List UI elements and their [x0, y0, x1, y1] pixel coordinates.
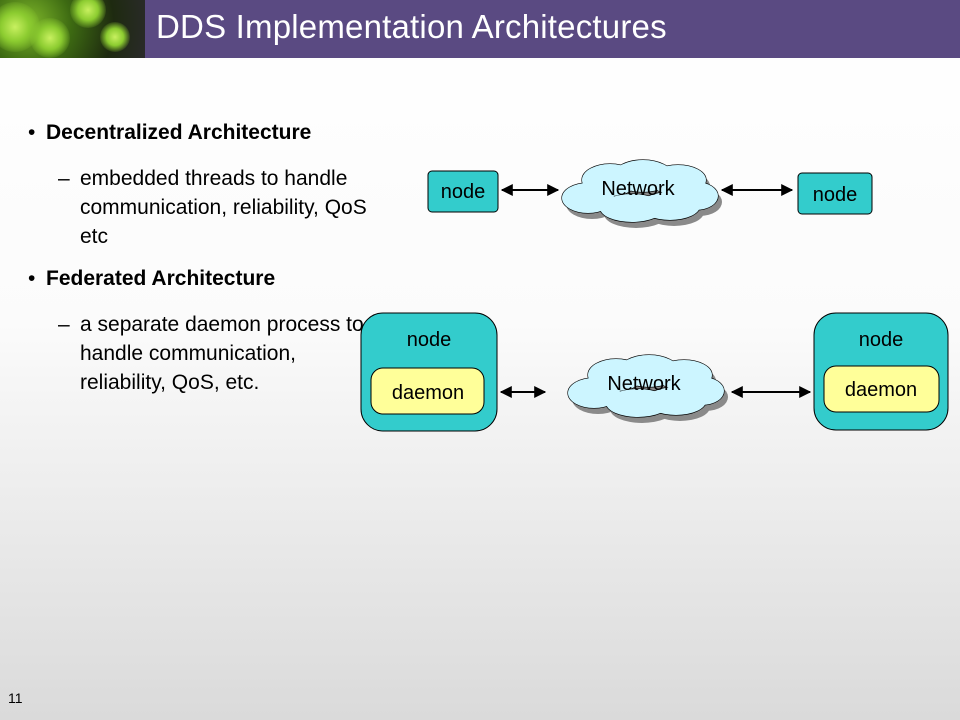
bottom-network-label: Network — [607, 373, 681, 395]
sub-bullet-text: a separate daemon process to handle comm… — [80, 313, 364, 394]
top-right-node: node — [797, 172, 873, 215]
sub-bullet-text: embedded threads to handle communication… — [80, 167, 367, 248]
bullet-federated: Federated Architecture — [28, 264, 378, 293]
top-left-node: node — [427, 170, 499, 213]
top-network-cloud: Network — [561, 159, 722, 228]
sub-bullet-decentralized: – embedded threads to handle communicati… — [28, 164, 378, 251]
top-network-label: Network — [601, 178, 675, 200]
bottom-left-node: node daemon — [360, 312, 498, 432]
bullet-list: Decentralized Architecture – embedded th… — [28, 118, 378, 410]
bottom-right-node: node daemon — [813, 312, 949, 431]
sub-bullet-federated: – a separate daemon process to handle co… — [28, 310, 378, 397]
dash-marker: – — [58, 167, 70, 190]
title-decoration — [0, 0, 145, 58]
bottom-left-node-label: node — [407, 329, 452, 351]
bottom-right-node-label: node — [859, 329, 904, 351]
bullet-decentralized: Decentralized Architecture — [28, 118, 378, 147]
page-number: 11 — [8, 690, 23, 706]
bottom-right-daemon-label: daemon — [845, 379, 917, 401]
slide-title: DDS Implementation Architectures — [156, 8, 667, 45]
bottom-network-cloud: Network — [567, 354, 728, 423]
title-bar: DDS Implementation Architectures — [0, 0, 960, 58]
top-right-node-label: node — [813, 184, 858, 206]
top-left-node-label: node — [441, 181, 486, 203]
dash-marker: – — [58, 313, 70, 336]
bottom-left-daemon-label: daemon — [392, 382, 464, 404]
